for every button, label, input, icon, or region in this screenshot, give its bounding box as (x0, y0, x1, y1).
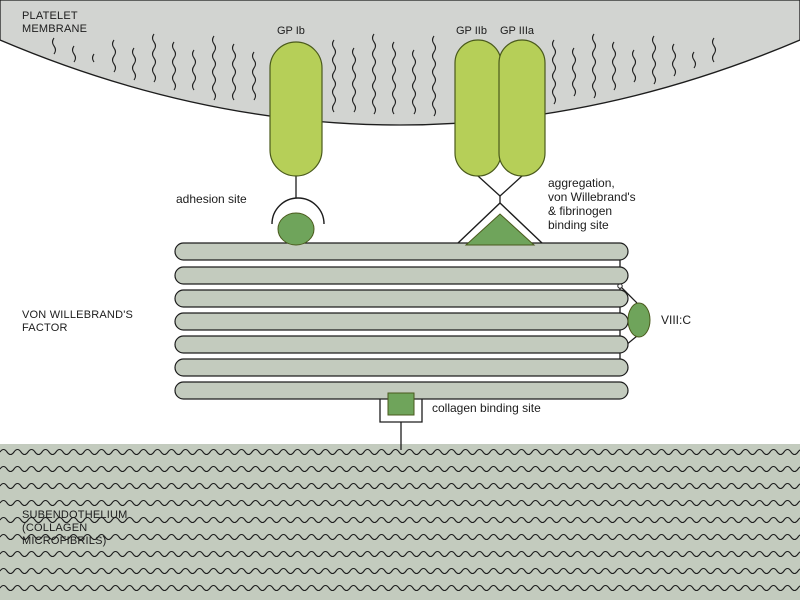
gp-ib-receptor (269, 41, 323, 177)
gp-iib-label: GP IIb (456, 25, 487, 37)
gp-iiia-receptor (498, 39, 546, 177)
gp-iib-receptor (454, 39, 502, 177)
lipid-tail (131, 47, 137, 81)
collagen-microfibril (0, 516, 800, 524)
lipid-tail (431, 35, 437, 117)
vwf-subunit (174, 266, 629, 285)
vwf-subunit (174, 358, 629, 377)
vwf-subunit (174, 242, 629, 261)
gp-ib-label: GP Ib (277, 25, 305, 37)
vwf-subunit (174, 289, 629, 308)
lipid-tail (171, 41, 177, 91)
lipid-tail (691, 51, 697, 69)
aggregation-site-chevron (457, 202, 543, 244)
lipid-tail (711, 37, 717, 63)
lipid-tail (591, 33, 597, 99)
lipid-tail (51, 37, 57, 55)
lipid-tail (411, 49, 417, 115)
viii-c-upper-connector (619, 285, 638, 304)
adhesion-site-label: adhesion site (176, 192, 247, 206)
lipid-tail (91, 53, 95, 63)
aggregation-site-domain (464, 213, 536, 246)
lipid-tail (231, 43, 237, 101)
lipid-tail (211, 35, 217, 101)
collagen-microfibril (0, 584, 800, 592)
lipid-tail (351, 47, 357, 113)
lipid-tail (611, 41, 617, 91)
adhesion-site-domain (277, 212, 315, 246)
lipid-tail (571, 47, 577, 97)
collagen-microfibril (0, 550, 800, 558)
platelet-membrane (0, 0, 800, 126)
collagen-binding-site-domain (387, 392, 415, 416)
von-willebrands-factor-label: VON WILLEBRAND'S FACTOR (22, 309, 134, 334)
lipid-tail (251, 51, 257, 101)
gp-iiia-label: GP IIIa (500, 25, 535, 37)
aggregation-site-label: aggregation, von Willebrand's & fibrinog… (548, 176, 636, 232)
lipid-tail (651, 35, 657, 85)
lipid-tail (151, 33, 157, 83)
lipid-tail (551, 39, 557, 105)
gp-iiia-connector (499, 175, 523, 197)
collagen-microfibrils (0, 448, 800, 592)
subendothelium-label: SUBENDOTHELIUM (COLLAGEN MICROFIBRILS) (22, 509, 128, 547)
collagen-microfibril (0, 448, 800, 456)
collagen-microfibril (0, 567, 800, 575)
collagen-microfibril (0, 465, 800, 473)
lipid-tail (111, 39, 117, 73)
von-willebrands-factor-multimer (174, 242, 629, 400)
collagen-microfibril (0, 499, 800, 507)
membrane-lipid-tails (51, 33, 717, 117)
lipid-tail (631, 49, 637, 83)
lipid-tail (391, 41, 397, 115)
adhesion-site-cap (271, 197, 325, 225)
vwf-subunit (174, 312, 629, 331)
collagen-binding-site-label: collagen binding site (432, 401, 541, 415)
lipid-tail (191, 49, 197, 91)
lipid-tail (331, 39, 337, 113)
collagen-microfibril (0, 482, 800, 490)
vwf-subunit (174, 335, 629, 354)
viii-c-label: VIII:C (661, 313, 692, 327)
lipid-tail (371, 33, 377, 115)
viii-c-domain (627, 302, 651, 338)
collagen-microfibril (0, 533, 800, 541)
gp-iib-connector (477, 175, 501, 197)
lipid-tail (671, 43, 677, 77)
platelet-membrane-label: PLATELET MEMBRANE (22, 10, 88, 35)
lipid-tail (71, 45, 77, 63)
